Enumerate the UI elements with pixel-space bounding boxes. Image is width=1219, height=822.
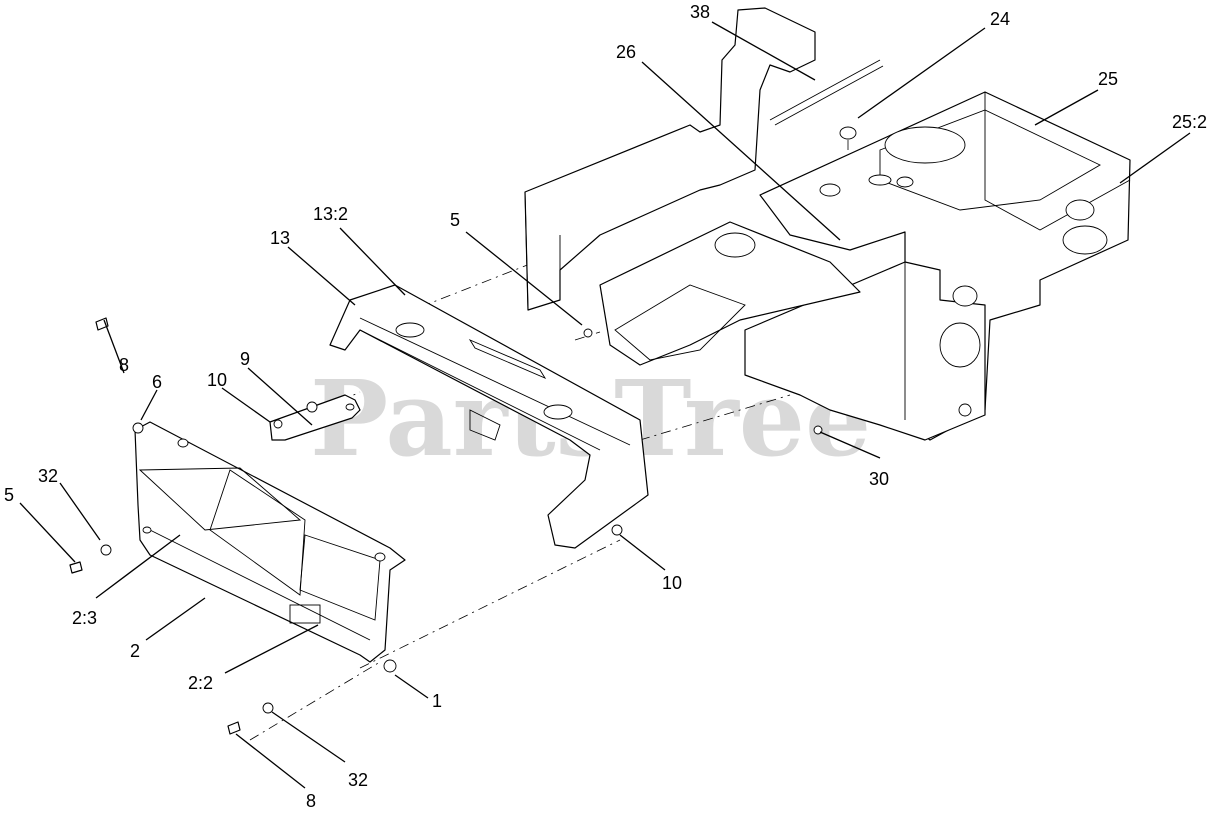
callout-8-lower: 8 xyxy=(306,791,316,811)
callout-2-3: 2:3 xyxy=(72,608,97,628)
callout-25-2: 25:2 xyxy=(1172,112,1207,132)
hardware xyxy=(69,317,823,735)
callout-26: 26 xyxy=(616,42,636,62)
callout-13: 13 xyxy=(270,228,290,248)
callout-5-upper: 5 xyxy=(450,210,460,230)
callout-38: 38 xyxy=(690,2,710,22)
callout-30: 30 xyxy=(869,469,889,489)
callout-6: 6 xyxy=(152,372,162,392)
callout-24: 24 xyxy=(990,9,1010,29)
callout-labels: 38 24 26 25 25:2 13:2 13 5 8 6 9 10 32 5… xyxy=(4,2,1207,811)
main-frame xyxy=(524,7,1131,441)
callout-2: 2 xyxy=(130,641,140,661)
callout-25: 25 xyxy=(1098,69,1118,89)
bracket-rod xyxy=(269,394,361,441)
front-panel xyxy=(134,421,406,663)
callout-2-2: 2:2 xyxy=(188,673,213,693)
callout-9: 9 xyxy=(240,349,250,369)
callout-13-2: 13:2 xyxy=(313,204,348,224)
leader-lines xyxy=(19,21,1191,789)
callout-5-lower: 5 xyxy=(4,485,14,505)
callout-32-upper: 32 xyxy=(38,466,58,486)
callout-1: 1 xyxy=(432,691,442,711)
front-bracket xyxy=(329,284,649,549)
callout-10-upper: 10 xyxy=(207,370,227,390)
callout-32-lower: 32 xyxy=(348,770,368,790)
callout-10-lower: 10 xyxy=(662,573,682,593)
callout-8-upper: 8 xyxy=(119,355,129,375)
